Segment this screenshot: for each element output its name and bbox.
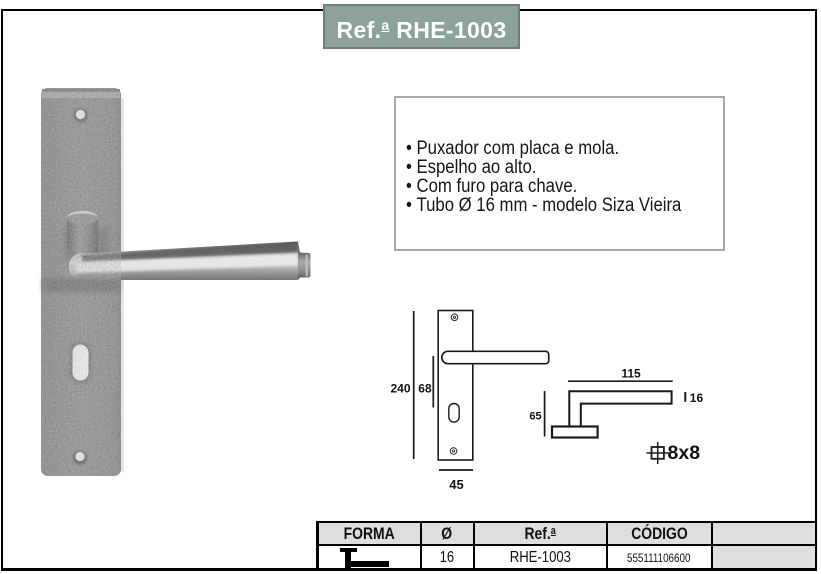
svg-text:8x8: 8x8 [668,442,701,464]
svg-text:240: 240 [390,381,410,395]
svg-text:65: 65 [529,411,541,423]
svg-text:68: 68 [418,381,432,395]
svg-text:16: 16 [690,391,704,405]
svg-text:45: 45 [449,477,463,492]
svg-text:115: 115 [621,366,641,380]
